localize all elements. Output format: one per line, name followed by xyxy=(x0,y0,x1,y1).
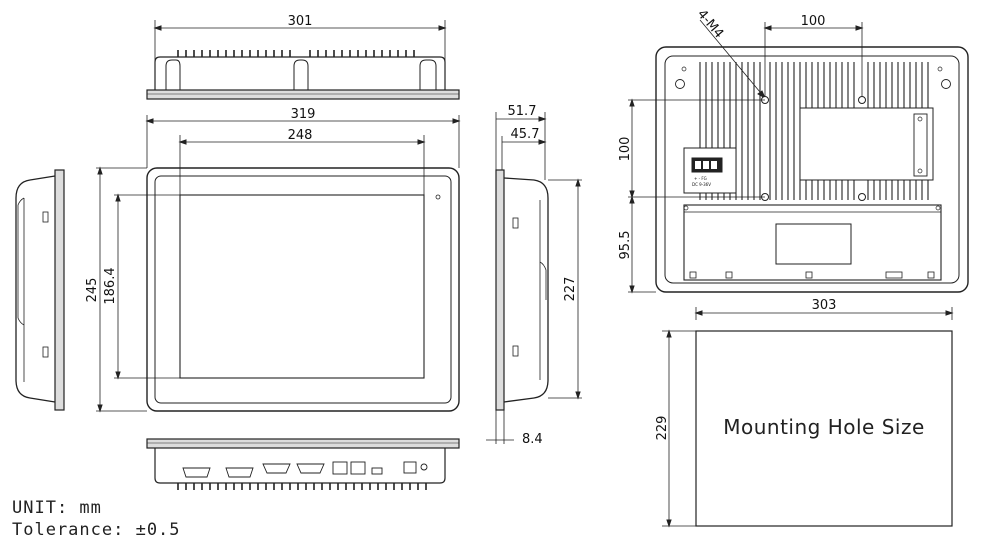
mounting-hole-label: Mounting Hole Size xyxy=(723,415,925,439)
dim-back-screw-v: 100 xyxy=(618,137,633,162)
bottom-view xyxy=(146,438,460,490)
dim-front-height: 245 xyxy=(85,278,100,303)
dim-back-lower-offset: 95.5 xyxy=(618,231,633,260)
back-view: 100 4-M4 xyxy=(618,7,969,294)
right-side-view: 51.7 45.7 227 8.4 xyxy=(486,104,582,447)
dim-side-height: 227 xyxy=(563,277,578,302)
dim-back-screw-h: 100 xyxy=(801,14,826,29)
dim-cutout-height: 229 xyxy=(655,416,670,441)
dim-cutout-width: 303 xyxy=(812,298,837,313)
dim-top-width: 301 xyxy=(288,14,313,29)
front-view: 319 248 245 186.4 xyxy=(85,107,461,413)
dim-screen-height: 186.4 xyxy=(103,267,118,304)
dim-depth-total: 51.7 xyxy=(508,104,537,119)
dim-screw-label: 4-M4 xyxy=(694,7,726,42)
power-label-2: DC 9-36V xyxy=(692,182,711,187)
dim-depth-body: 45.7 xyxy=(511,127,540,142)
dim-screen-width: 248 xyxy=(288,128,313,143)
tolerance-note: Tolerance: ±0.5 xyxy=(12,520,181,540)
unit-note: UNIT: mm xyxy=(12,498,102,518)
dim-bezel-thickness: 8.4 xyxy=(522,432,543,447)
left-side-view xyxy=(15,169,65,411)
power-label-1: + - FG xyxy=(694,176,707,181)
dim-front-width: 319 xyxy=(291,107,316,122)
top-view: 301 xyxy=(146,14,460,100)
mounting-cutout-view: 303 229 Mounting Hole Size xyxy=(655,298,954,528)
